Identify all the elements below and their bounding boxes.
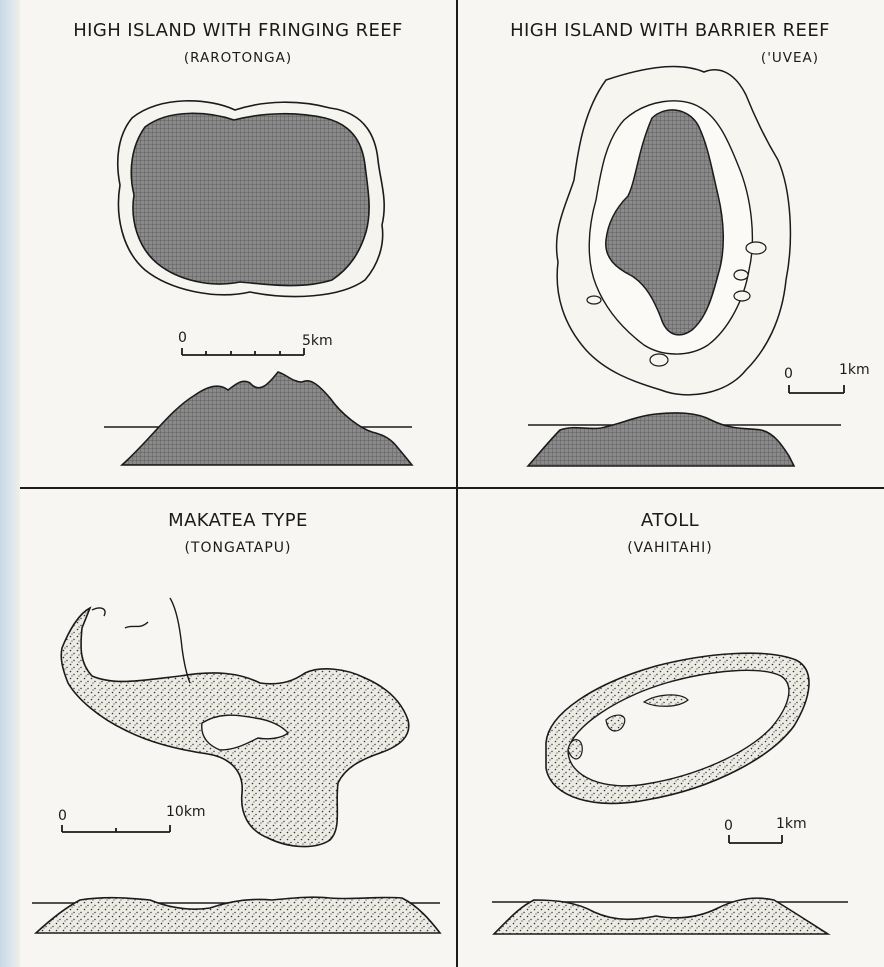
- scale-zero: 0: [58, 808, 67, 824]
- islet: [587, 296, 601, 304]
- vertical-divider: [456, 0, 458, 967]
- scale-bar: [182, 348, 304, 355]
- scale-end: 5km: [302, 333, 333, 349]
- scale-bar: [729, 835, 782, 843]
- diagram-sheet: HIGH ISLAND WITH FRINGING REEF (RAROTONG…: [20, 0, 884, 967]
- scale-bar: [62, 825, 170, 832]
- panel-makatea: MAKATEA TYPE (TONGATAPU) 0 10km: [20, 488, 456, 967]
- panel-fringing-reef: HIGH ISLAND WITH FRINGING REEF (RAROTONG…: [20, 0, 456, 488]
- page-edge-strip: [0, 0, 20, 967]
- scale-zero: 0: [724, 818, 733, 834]
- scale-zero: 0: [784, 366, 793, 382]
- scale-end: 1km: [776, 816, 807, 832]
- scale-end: 10km: [166, 804, 206, 820]
- islet: [650, 354, 668, 366]
- cross-section-profile: [494, 898, 828, 934]
- scale-end: 1km: [839, 362, 870, 378]
- horizontal-divider: [20, 487, 884, 489]
- panel-barrier-reef: HIGH ISLAND WITH BARRIER REEF ('UVEA) 0 …: [456, 0, 884, 488]
- fringing-reef-figure: [20, 0, 456, 488]
- cross-section-profile: [528, 413, 794, 466]
- scale-bar: [789, 385, 844, 393]
- cross-section-profile: [122, 372, 412, 465]
- cross-section-profile: [36, 897, 440, 933]
- islet: [734, 270, 748, 280]
- atoll-figure: [456, 488, 884, 967]
- inner-motu: [606, 715, 625, 731]
- makatea-figure: [20, 488, 456, 967]
- islet: [746, 242, 766, 254]
- reef-edge: [92, 598, 190, 683]
- scale-zero: 0: [178, 330, 187, 346]
- barrier-reef-figure: [456, 0, 884, 488]
- island-shape: [131, 113, 369, 285]
- panel-atoll: ATOLL (VAHITAHI) 0 1km: [456, 488, 884, 967]
- islet: [734, 291, 750, 301]
